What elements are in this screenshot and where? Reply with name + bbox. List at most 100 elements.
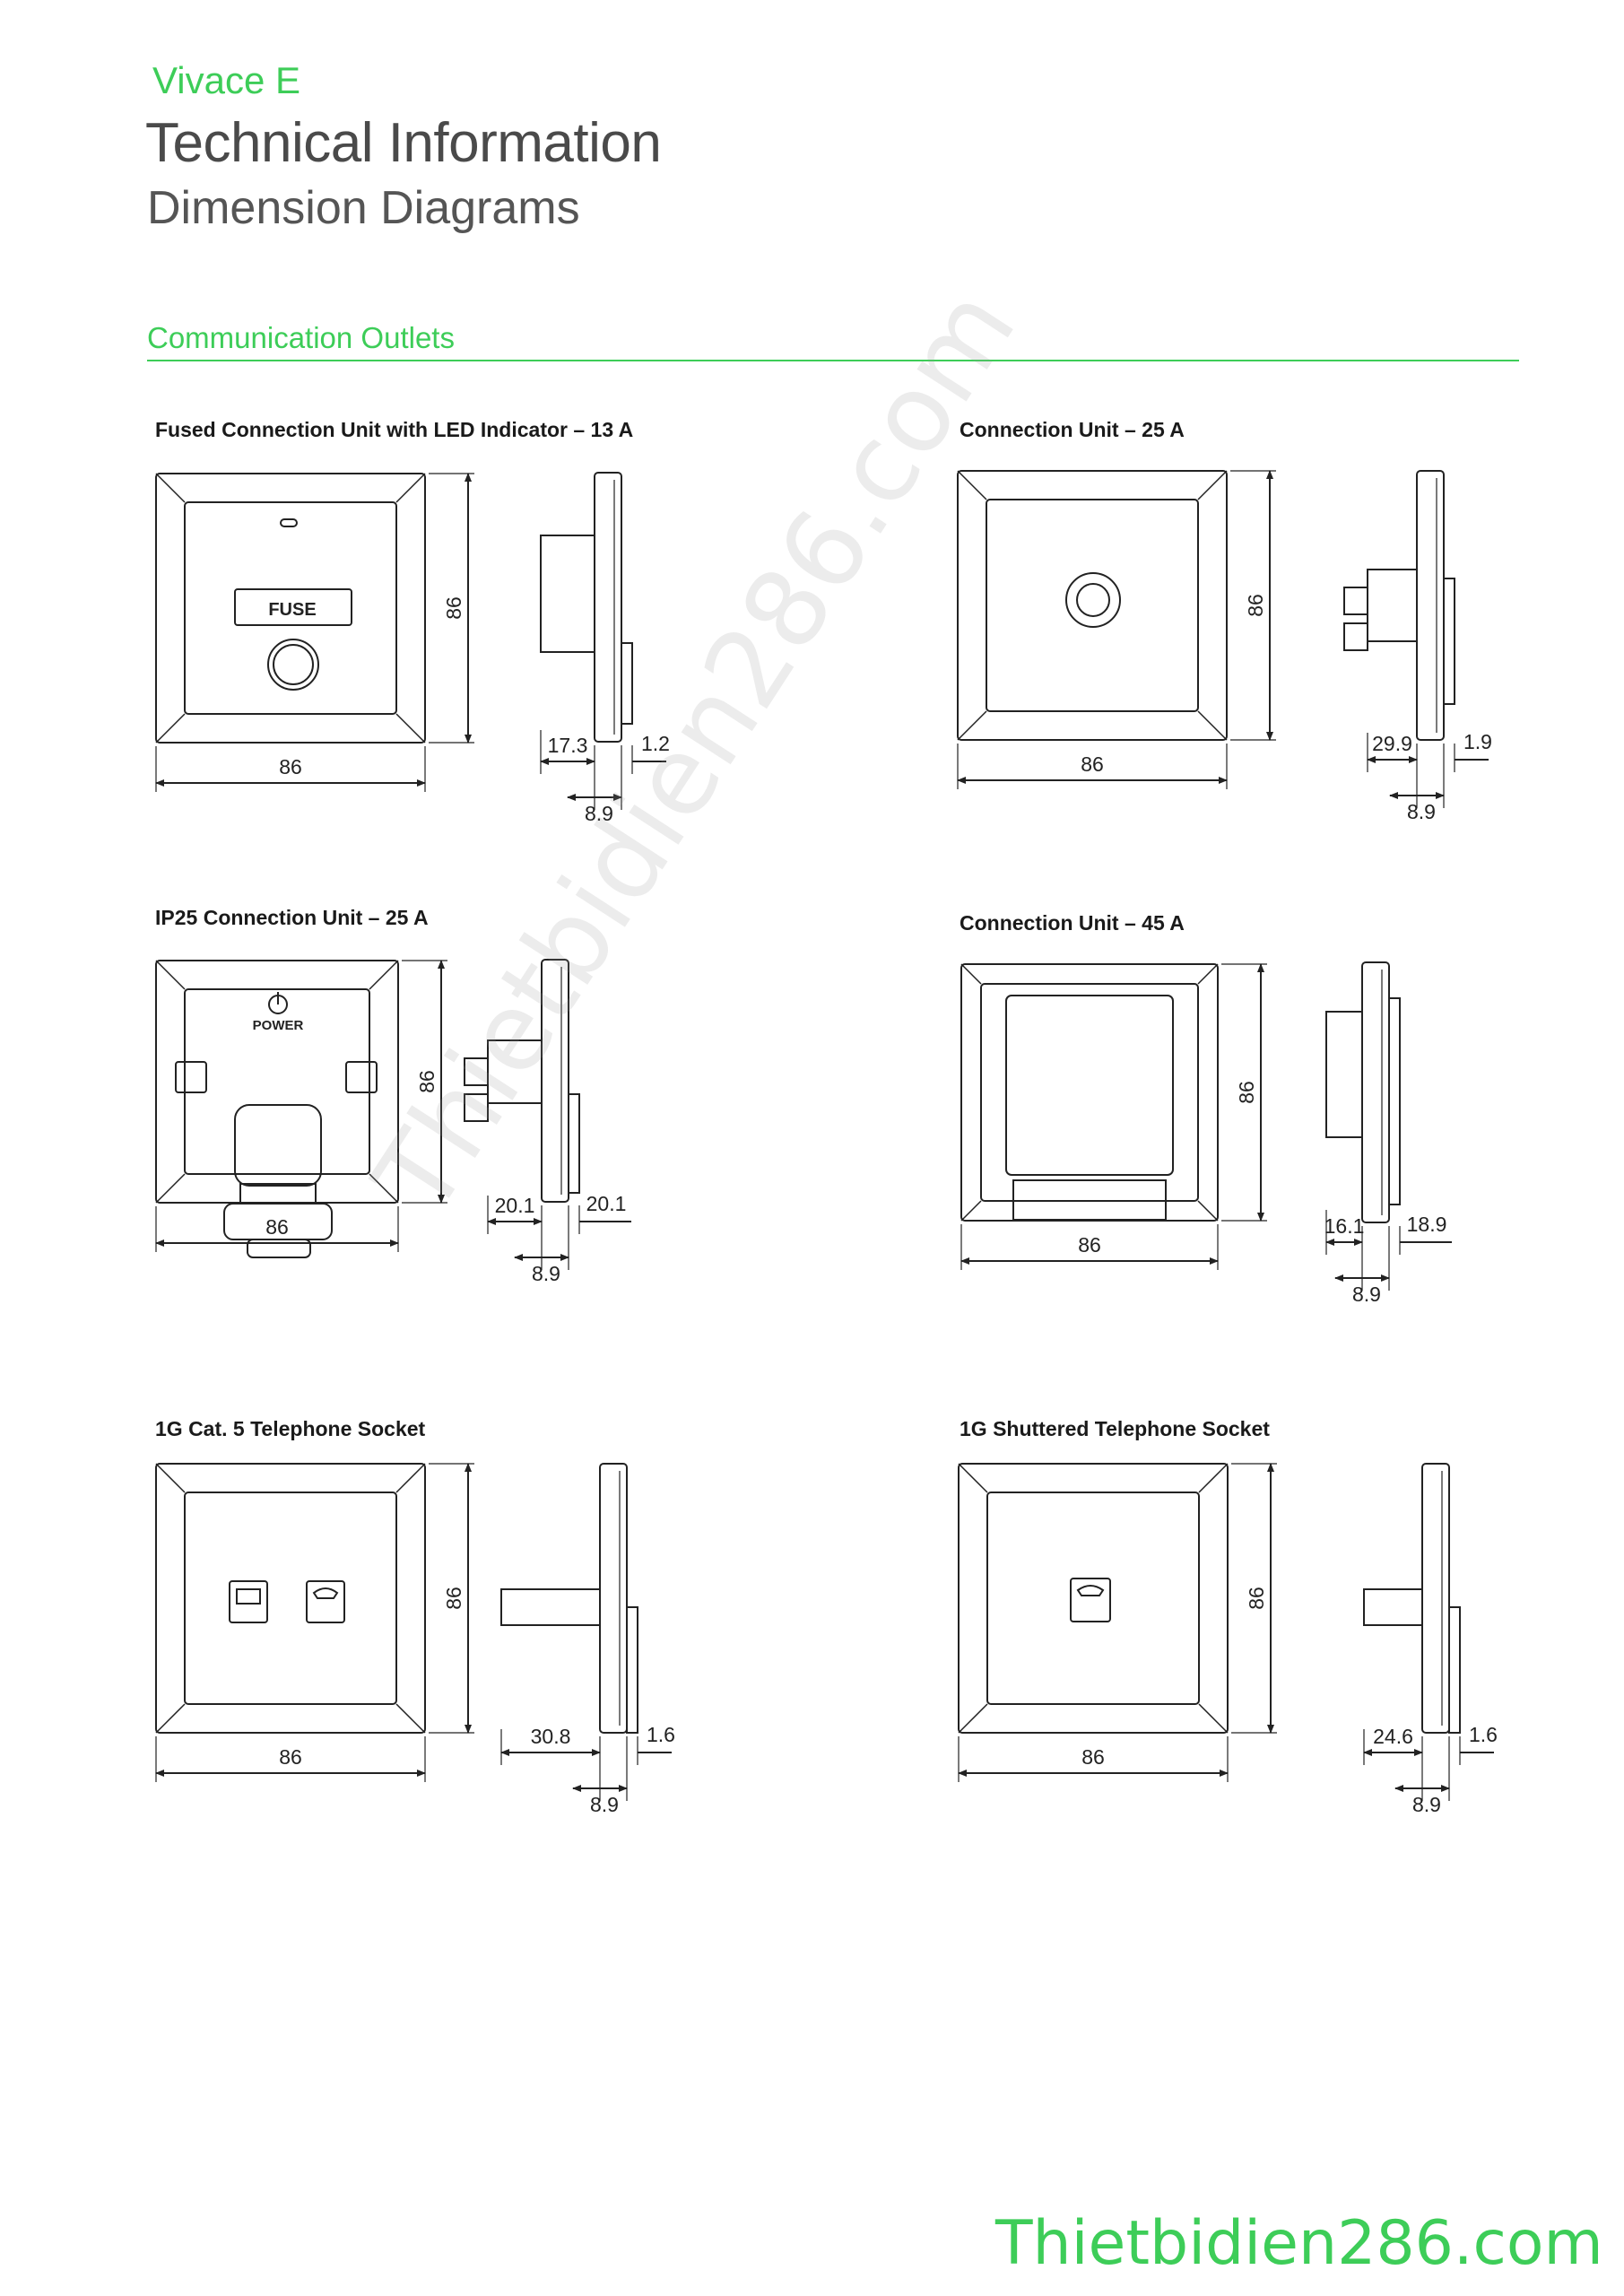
diagram-caption-connection-45a: Connection Unit – 45 A — [960, 911, 1185, 935]
shutter-inner-plate — [986, 1492, 1200, 1705]
cu45-side-front-dim-label: 18.9 — [1407, 1213, 1447, 1236]
phone-jack-icon — [306, 1580, 345, 1623]
cat5-outer-frame — [155, 1463, 426, 1734]
cu25-side-terminal — [1343, 622, 1368, 651]
data-jack-icon — [229, 1580, 268, 1623]
cu25-height-dim-label: 86 — [1244, 594, 1267, 617]
fused-outer-frame — [155, 473, 426, 744]
shutter-side-depth-dim-label: 24.6 — [1373, 1725, 1413, 1748]
shutter-bevel — [1198, 1703, 1229, 1734]
ip25-side-terminal — [464, 1093, 489, 1122]
ip25-side-base-dim-label: 8.9 — [532, 1262, 560, 1285]
cu25-width-dim-label: 86 — [1081, 752, 1104, 776]
ip25-side-side-back — [568, 1093, 580, 1194]
shutter-width-dim-label: 86 — [1081, 1745, 1105, 1769]
cat5-bevel — [395, 1703, 426, 1734]
fused-bevel — [155, 473, 186, 503]
cat5-inner-plate — [184, 1492, 397, 1705]
ip25-height-dim-label: 86 — [415, 1070, 439, 1093]
ip25-side-terminal — [464, 1057, 489, 1086]
cu45-side-depth-dim-label: 16.1 — [1324, 1214, 1365, 1238]
cat5-bevel — [155, 1463, 186, 1493]
cat5-side-plate-dim-label: 1.6 — [647, 1723, 675, 1746]
cu45-side-base-dim-label: 8.9 — [1352, 1283, 1381, 1306]
fused-side-side-back — [621, 642, 633, 725]
gland-top — [239, 1183, 317, 1205]
power-label: POWER — [253, 1018, 304, 1033]
cable-cover — [234, 1104, 322, 1187]
cu45-side-side-plate — [1361, 961, 1390, 1223]
diagram-caption-fused-unit: Fused Connection Unit with LED Indicator… — [155, 418, 634, 441]
brand-name: Vivace E — [152, 59, 300, 101]
ip25-width-dim-label: 86 — [265, 1215, 289, 1239]
fuse-label: FUSE — [268, 600, 316, 620]
ip25-bevel — [369, 960, 399, 990]
ip25-bevel — [155, 1173, 186, 1204]
ip25-side-depth-dim-label: 20.1 — [495, 1194, 535, 1217]
section-title: Communication Outlets — [147, 321, 455, 354]
cu25-bevel — [957, 470, 987, 500]
cu25-outer-frame — [957, 470, 1228, 741]
fused-height-dim-label: 86 — [442, 596, 465, 620]
ip25-inner-plate — [184, 988, 370, 1175]
phone-handset-icon — [1076, 1585, 1105, 1596]
diagram-caption-connection-25a: Connection Unit – 25 A — [960, 418, 1185, 441]
shutter-side-side-plate — [1421, 1463, 1450, 1734]
cover-housing — [1005, 995, 1174, 1176]
shutter-side-base-dim-label: 8.9 — [1412, 1793, 1441, 1816]
cu45-side-side-body — [1325, 1011, 1363, 1138]
cat5-side-side-body — [500, 1588, 601, 1626]
diagram-caption-ip25-unit: IP25 Connection Unit – 25 A — [155, 906, 429, 929]
led-indicator — [280, 518, 298, 527]
shutter-height-dim-label: 86 — [1245, 1587, 1268, 1610]
shutter-outer-frame — [958, 1463, 1229, 1734]
cat5-bevel — [395, 1463, 426, 1493]
cu25-side-side-body — [1367, 569, 1418, 642]
shutter-side-side-body — [1363, 1588, 1423, 1626]
cu45-outer-frame — [960, 963, 1219, 1222]
ip25-bevel — [155, 960, 186, 990]
fuse-holder — [234, 588, 352, 626]
cat5-side-side-plate — [599, 1463, 628, 1734]
fused-side-depth-dim-label: 17.3 — [548, 734, 588, 757]
cat5-side-depth-dim-label: 30.8 — [531, 1725, 571, 1748]
shutter-bevel — [958, 1463, 988, 1493]
ip25-bevel — [369, 1173, 399, 1204]
cu25-side-terminal — [1343, 587, 1368, 615]
fused-bevel — [395, 713, 426, 744]
footer-brand: Thietbidien286.com — [995, 2208, 1603, 2279]
cu25-side-plate-dim-label: 1.9 — [1463, 730, 1492, 753]
page-subtitle: Dimension Diagrams — [147, 182, 580, 234]
cover-base — [1012, 1179, 1167, 1221]
cu45-width-dim-label: 86 — [1078, 1233, 1101, 1257]
fused-button-ring — [273, 644, 314, 685]
cu45-bevel — [960, 1200, 982, 1222]
shutter-bevel — [1198, 1463, 1229, 1493]
cu25-side-base-dim-label: 8.9 — [1407, 800, 1436, 823]
fused-side-side-body — [540, 535, 595, 653]
cu45-bevel — [1197, 963, 1219, 985]
cu25-side-side-plate — [1416, 470, 1445, 741]
fused-button — [267, 639, 319, 691]
shutter-side-plate-dim-label: 1.6 — [1469, 1723, 1498, 1746]
cu45-bevel — [1197, 1200, 1219, 1222]
shutter-bevel — [958, 1703, 988, 1734]
cu25-side-depth-dim-label: 29.9 — [1372, 732, 1412, 755]
section-divider — [147, 360, 1519, 361]
cable-outlet-inner — [1076, 583, 1110, 617]
page-title: Technical Information — [145, 112, 662, 174]
fused-bevel — [155, 713, 186, 744]
cu25-inner-plate — [986, 499, 1199, 712]
side-clip-right — [345, 1061, 378, 1093]
fused-side-base-dim-label: 8.9 — [585, 802, 613, 825]
cat5-bevel — [155, 1703, 186, 1734]
cat5-side-side-back — [626, 1606, 638, 1734]
phone-handset-icon — [312, 1587, 339, 1599]
phone-socket-icon — [1070, 1578, 1111, 1622]
cu25-bevel — [957, 710, 987, 741]
cu25-bevel — [1197, 470, 1228, 500]
cu45-height-dim-label: 86 — [1235, 1081, 1258, 1104]
cu25-side-side-back — [1443, 578, 1455, 705]
fused-bevel — [395, 473, 426, 503]
cat5-height-dim-label: 86 — [442, 1587, 465, 1610]
